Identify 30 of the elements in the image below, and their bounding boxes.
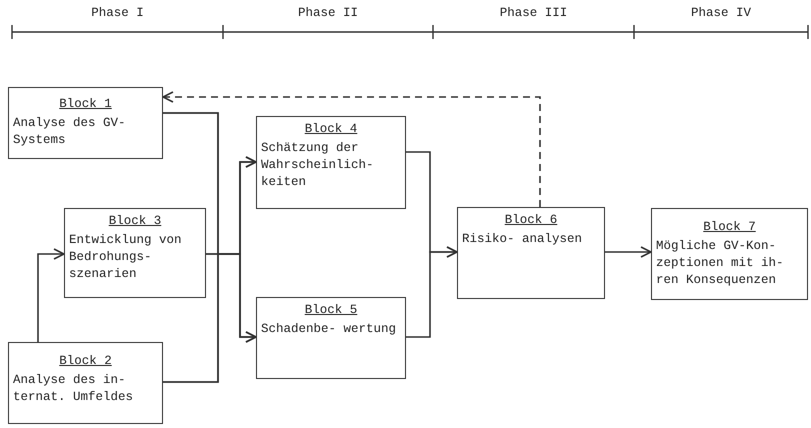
block-description: Mögliche GV-Kon- zeptionen mit ih- ren Konsequenzen	[656, 238, 785, 289]
phase-label: Phase IV	[691, 6, 751, 20]
block-box	[651, 208, 808, 300]
block-box	[8, 342, 163, 424]
block-title: Block 5	[304, 302, 358, 319]
block-title: Block 1	[59, 96, 112, 113]
block-title: Block 6	[504, 212, 558, 229]
block-title: Block 7	[703, 219, 756, 236]
block-box	[256, 297, 406, 379]
phase-label: Phase I	[91, 6, 144, 20]
block-title: Block 4	[304, 121, 358, 138]
phase-label: Phase II	[298, 6, 358, 20]
arrow	[37, 248, 65, 342]
block-description: Analyse des in- ternat. Umfeldes	[13, 372, 134, 406]
arrow	[605, 246, 652, 258]
block-description: Analyse des GV-Systems	[13, 115, 127, 149]
block-box	[457, 207, 605, 299]
block-description: Entwicklung von Bedrohungs- szenarien	[69, 232, 183, 283]
arrow	[163, 253, 257, 383]
block-description: Schätzung der Wahrscheinlich- keiten	[261, 140, 375, 191]
block-title: Block 2	[59, 353, 112, 370]
block-box	[256, 116, 406, 209]
arrow	[162, 91, 541, 207]
arrow	[406, 246, 458, 338]
block-title: Block 3	[108, 213, 162, 230]
block-description: Schadenbe- wertung	[261, 321, 398, 338]
block-box	[64, 208, 206, 298]
block-box	[8, 87, 163, 159]
block-description: Risiko- analysen	[462, 231, 584, 248]
phase-label: Phase III	[500, 6, 568, 20]
